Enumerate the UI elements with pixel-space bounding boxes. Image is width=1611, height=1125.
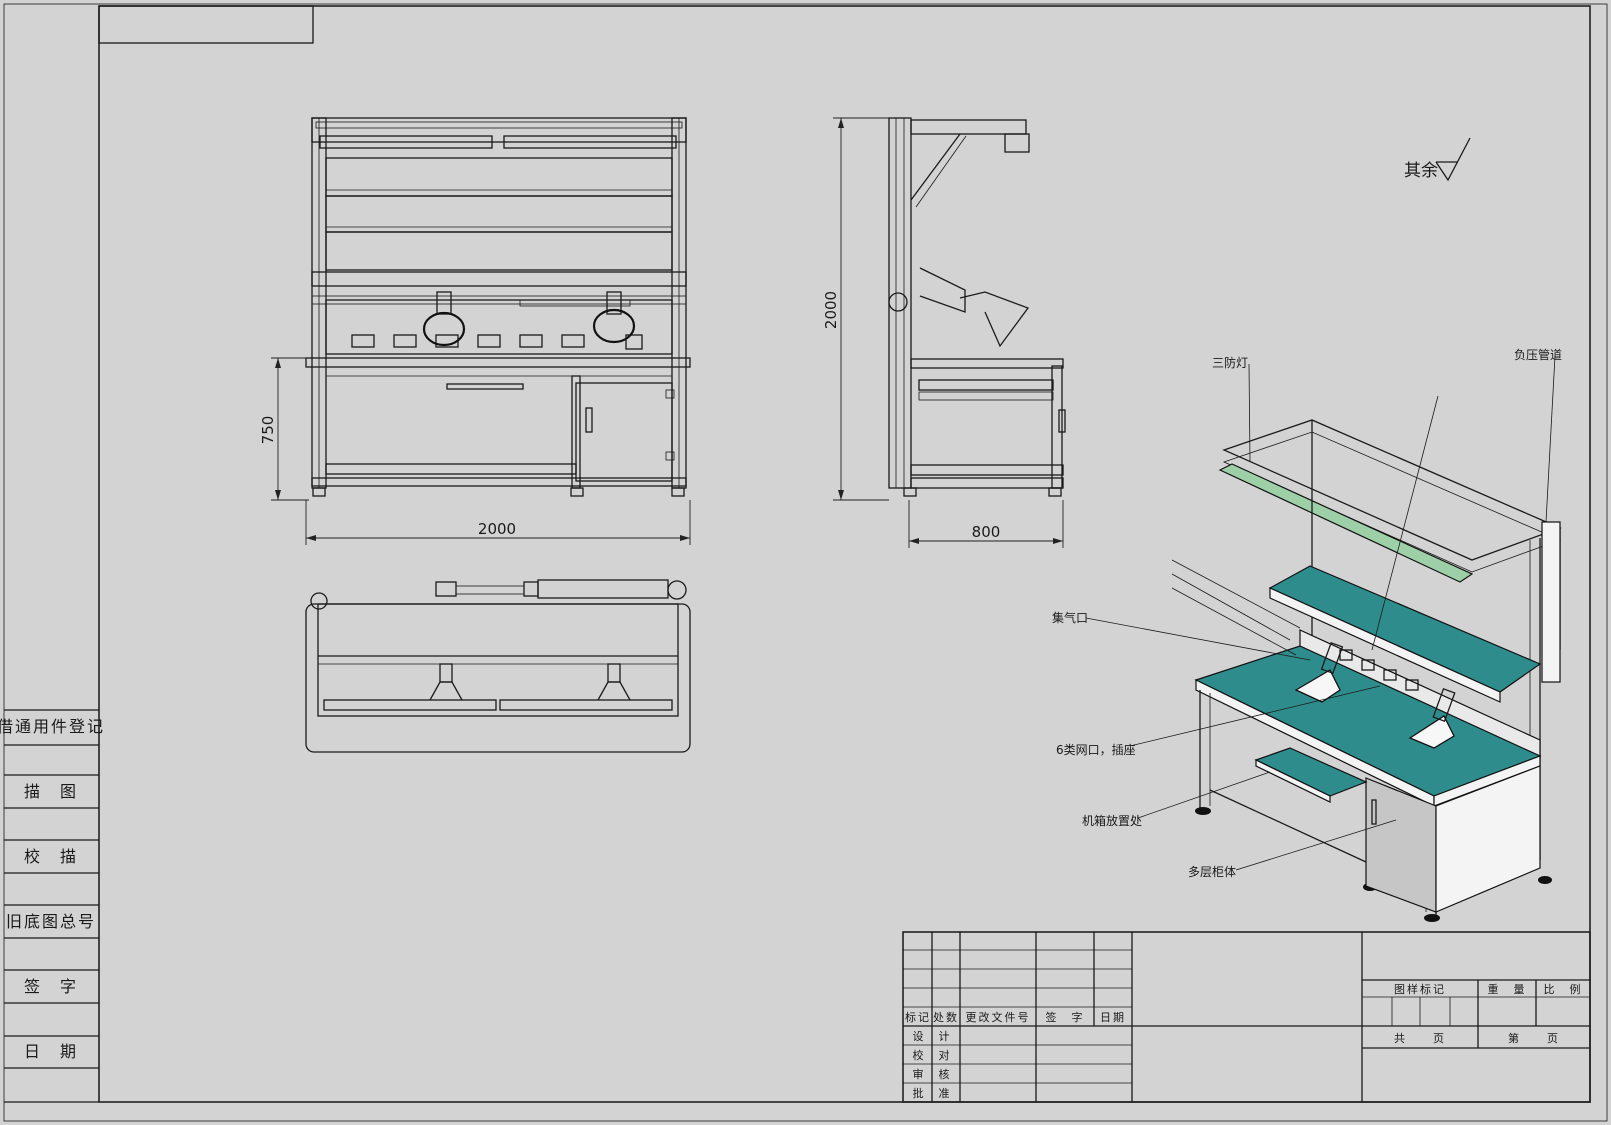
side-view	[833, 117, 1066, 548]
surface-finish-symbol	[1435, 137, 1471, 182]
callout-light: 三防灯	[1212, 355, 1248, 370]
side-check-trace-label: 校 描	[24, 847, 78, 866]
tb-page-no: 第 页	[1508, 1031, 1560, 1045]
title-block	[902, 931, 1591, 1103]
callout-duct: 负压管道	[1514, 347, 1562, 362]
front-height-dimension: 750	[259, 416, 277, 445]
callout-sockets: 6类网口，插座	[1056, 742, 1136, 757]
side-signature-label: 签 字	[24, 977, 78, 996]
tb-header-date: 日期	[1100, 1011, 1126, 1024]
tb-scale: 比 例	[1544, 982, 1583, 996]
tb-row-approve: 批 准	[913, 1086, 952, 1100]
tb-row-design: 设 计	[913, 1030, 952, 1043]
callout-cabinet: 多层柜体	[1188, 865, 1236, 879]
tb-row-review: 审 核	[913, 1067, 952, 1081]
top-left-box	[98, 5, 314, 44]
surface-note: 其余	[1404, 161, 1438, 181]
tb-header-sign: 签 字	[1046, 1010, 1085, 1024]
side-old-number-label: 旧底图总号	[6, 912, 96, 931]
tb-row-proofread: 校 对	[913, 1048, 952, 1062]
side-height-dimension: 2000	[822, 291, 840, 329]
drawing-frame	[98, 5, 1591, 1103]
front-width-dimension: 2000	[478, 520, 516, 538]
callout-hood: 集气口	[1052, 610, 1088, 625]
tb-total-pages: 共 页	[1394, 1032, 1446, 1045]
tb-header-mark: 标记	[905, 1010, 931, 1024]
front-view	[271, 117, 691, 545]
side-trace-label: 描 图	[24, 782, 78, 801]
isometric-view	[1085, 355, 1562, 922]
tb-header-change-doc: 更改文件号	[966, 1010, 1031, 1024]
callout-tray: 机箱放置处	[1082, 813, 1142, 828]
side-depth-dimension: 800	[972, 523, 1001, 541]
side-column: 借通用件登记 描 图 校 描 旧底图总号 签 字 日 期	[0, 709, 105, 1103]
side-date-label: 日 期	[24, 1042, 78, 1061]
outer-border	[3, 3, 1608, 1122]
tb-weight: 重 量	[1488, 982, 1527, 996]
tb-header-count: 处数	[933, 1011, 959, 1024]
tb-drawing-mark: 图样标记	[1394, 982, 1446, 996]
side-register-label: 借通用件登记	[0, 717, 105, 736]
top-view	[305, 579, 691, 753]
